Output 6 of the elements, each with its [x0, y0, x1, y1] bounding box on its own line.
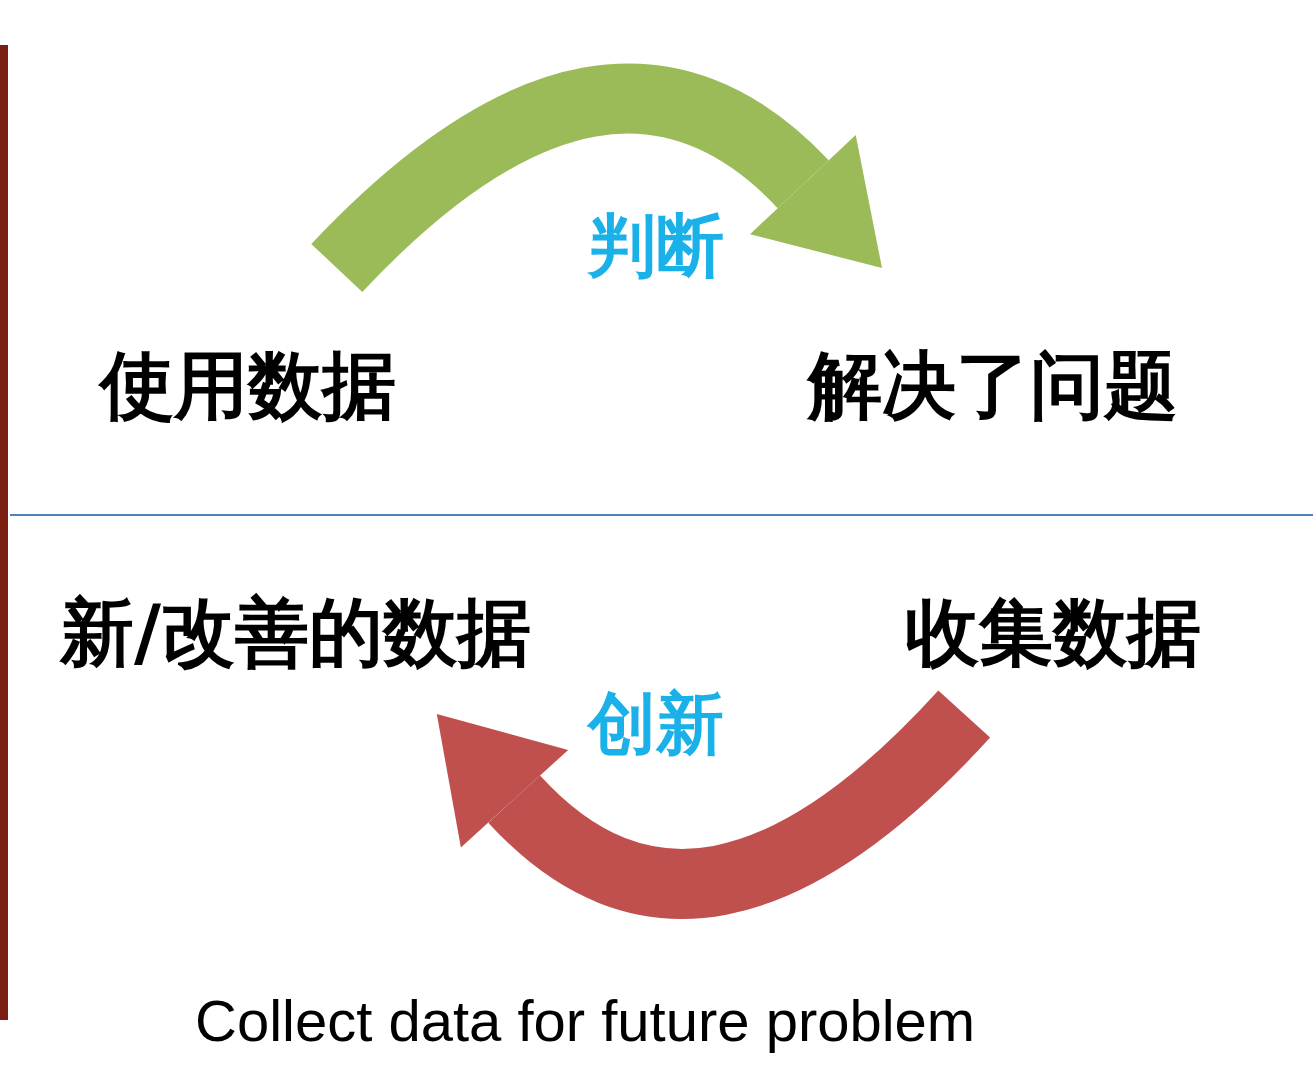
edge-label: 创新 — [588, 690, 724, 758]
step-text: 解决了问题 — [808, 268, 1178, 422]
step-text: 使用数据 — [100, 268, 396, 422]
step-text: 新/改善的数据 — [60, 595, 532, 714]
edge-label: 判断 — [588, 212, 724, 280]
step-text: 收集数据 — [905, 595, 1201, 714]
